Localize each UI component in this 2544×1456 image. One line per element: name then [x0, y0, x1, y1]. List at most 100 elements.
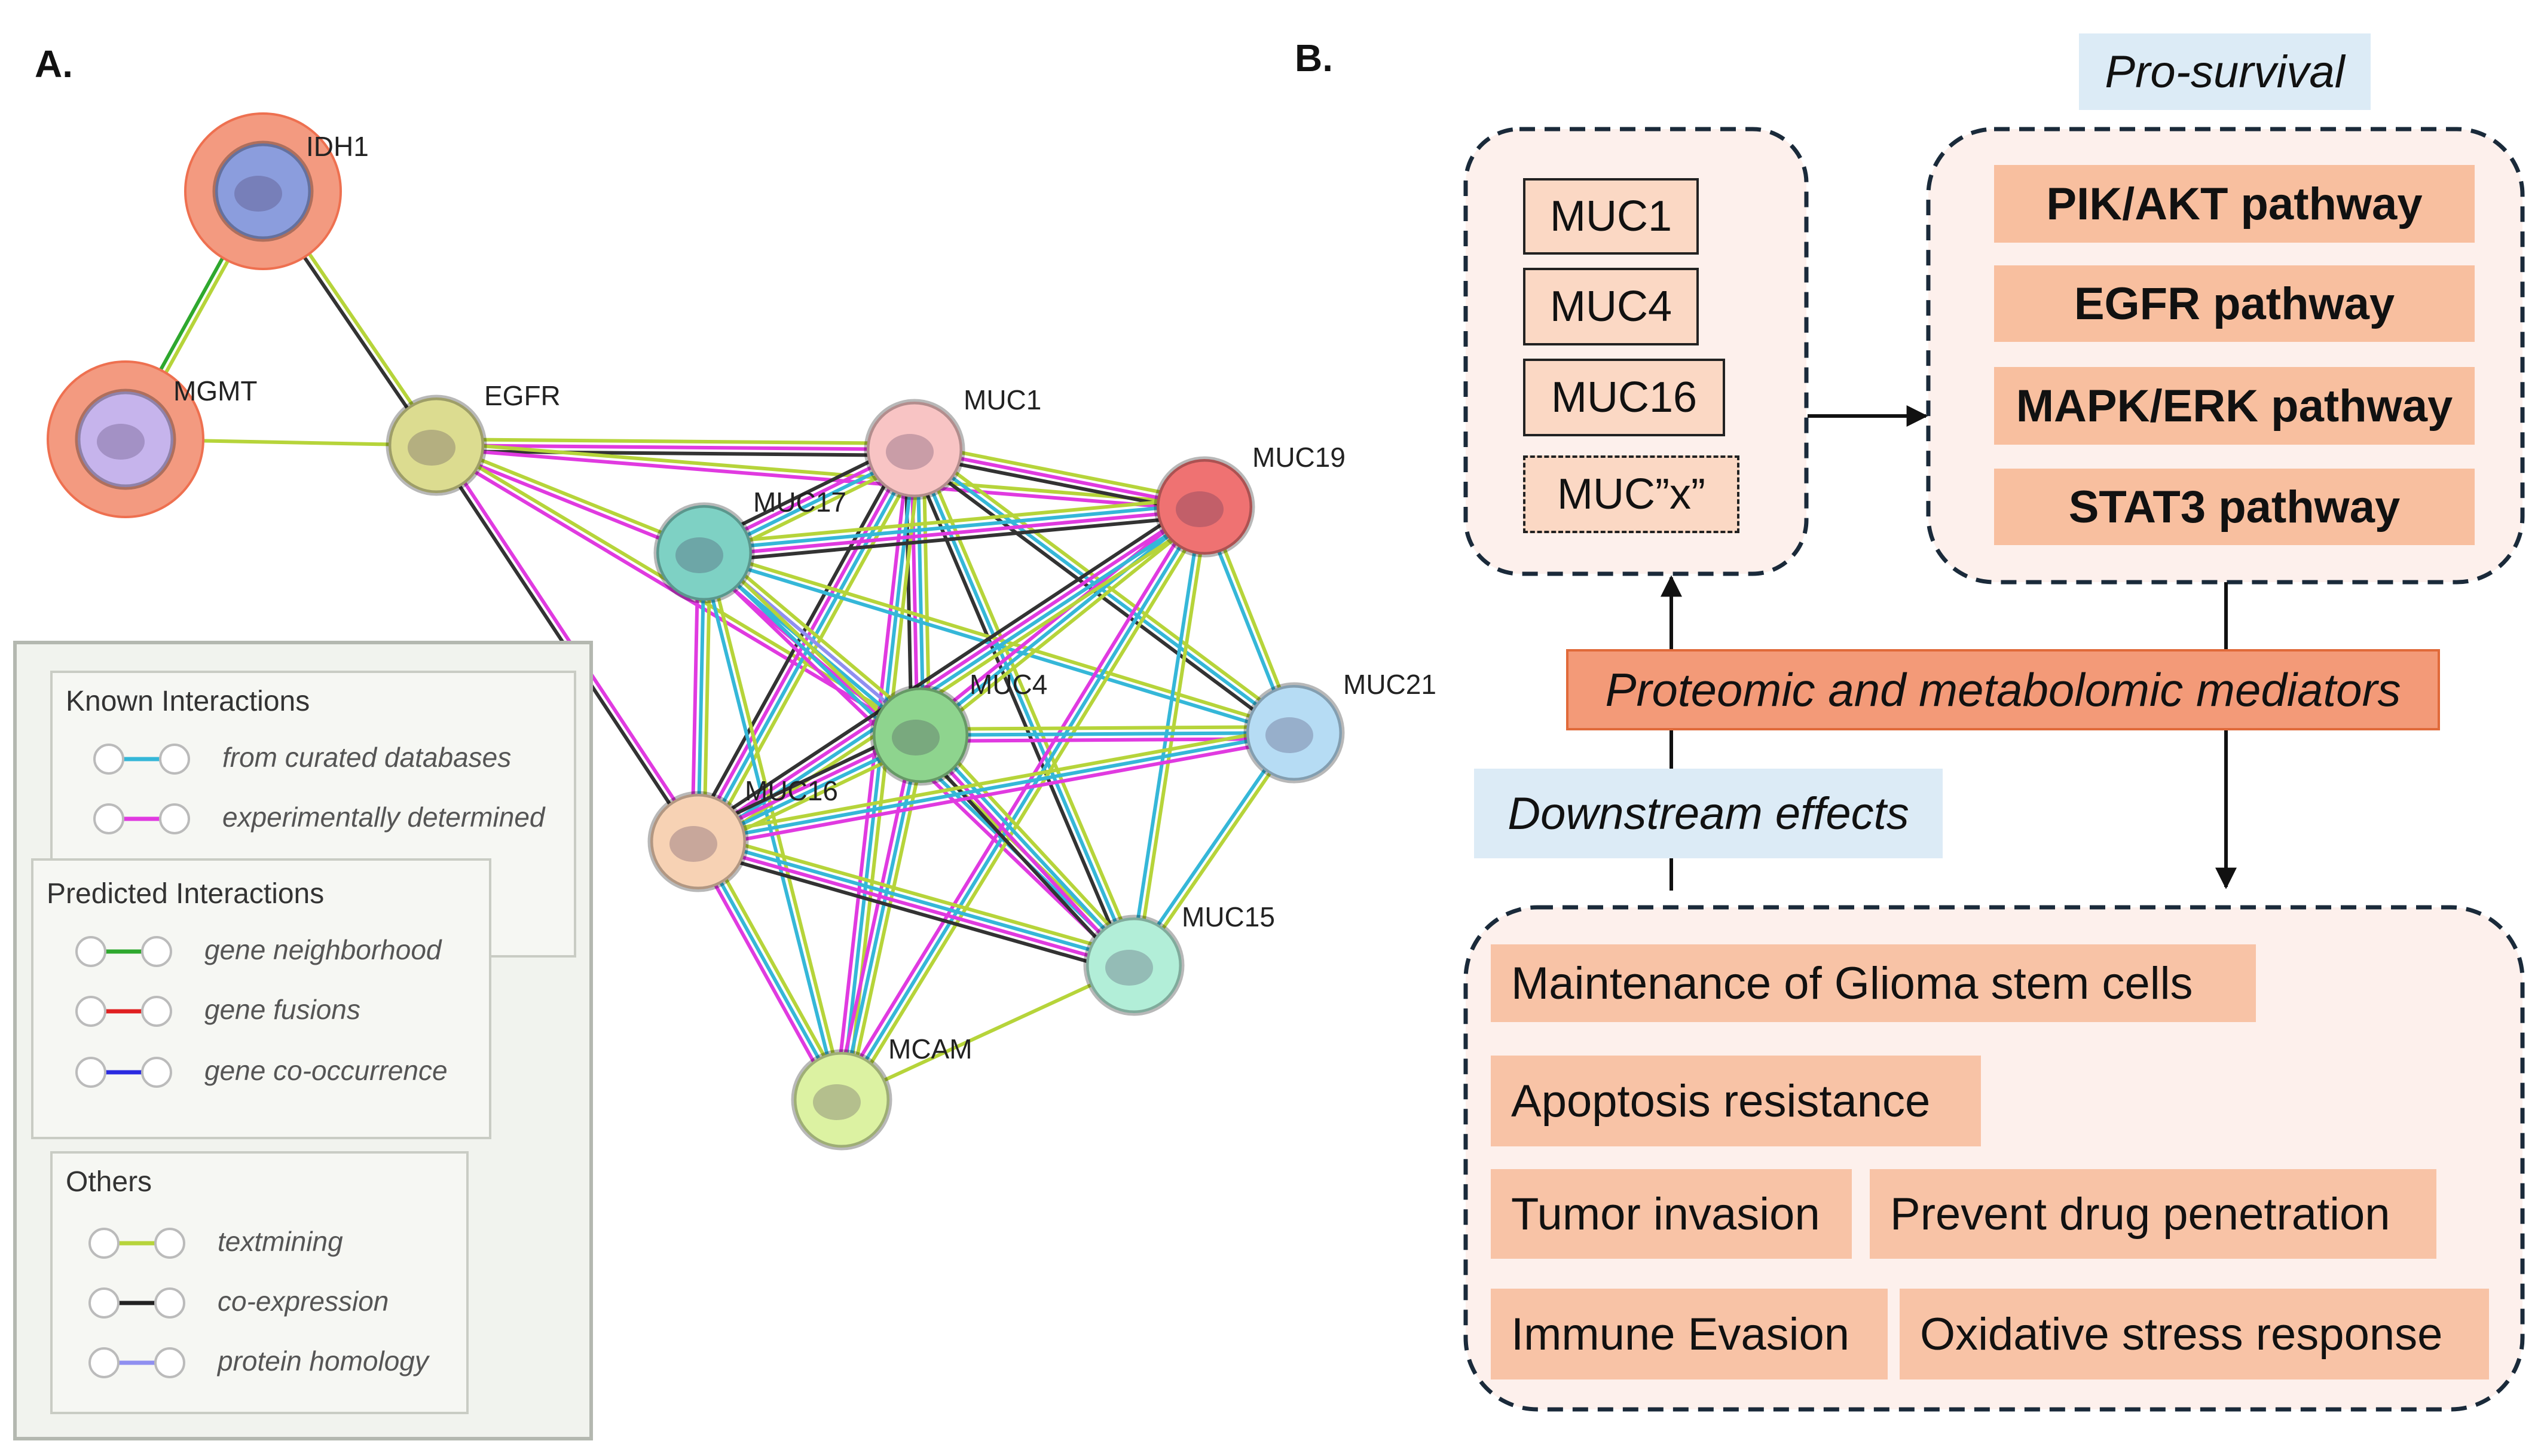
edge-muc16-mcam-textmining [702, 837, 849, 1098]
edge-muc16-muc21-curated [698, 731, 1295, 843]
edge-muc17-muc16-textmining [702, 553, 712, 842]
node-mcam[interactable] [791, 1049, 892, 1151]
node-muc4[interactable] [870, 684, 971, 786]
edge-muc16-muc21-textmining [696, 725, 1294, 838]
node-circle-muc4 [870, 684, 971, 786]
edge-muc1-muc19-experimental [914, 448, 1205, 509]
edge-muc17-muc19-experimental [704, 507, 1205, 558]
pro-survival-tag: Pro-survival [2079, 33, 2371, 110]
mucin-box-muc4: MUC4 [1523, 268, 1699, 345]
edge-muc19-muc16-curated [699, 507, 1207, 846]
effect-prevent-drug-penetration: Prevent drug penetration [1870, 1169, 2436, 1259]
edge-muc19-muc4-curated [919, 505, 1206, 737]
node-label-muc4: MUC4 [970, 669, 1048, 700]
node-muc1[interactable] [864, 399, 965, 500]
panel-b-letter: B. [1295, 36, 1333, 79]
edge-muc19-muc16-coexpression [692, 497, 1201, 836]
legend-pill-cooccurrence [75, 1057, 172, 1088]
effect-tumor-invasion: Tumor invasion [1491, 1169, 1852, 1259]
mediators-box: Proteomic and metabolomic mediators [1566, 649, 2440, 730]
edge-muc15-mcam-textmining [840, 963, 1135, 1102]
node-label-muc21: MUC21 [1343, 669, 1436, 700]
node-circle-egfr [386, 394, 487, 496]
node-circle-mgmt [75, 389, 176, 490]
protein-structure-icon [669, 826, 717, 862]
legend-label-textmining: textmining [218, 1226, 343, 1257]
edge-muc17-muc16-curated [696, 552, 706, 842]
edge-muc1-mcam-experimental [834, 448, 911, 1100]
edge-muc17-muc19-coexpression [705, 513, 1206, 564]
edge-muc4-muc21-curated [920, 731, 1295, 737]
node-muc17[interactable] [653, 502, 755, 604]
legend-pill-fusions [75, 996, 172, 1027]
node-circle-muc17 [653, 502, 755, 604]
protein-structure-icon [892, 720, 940, 755]
edge-muc4-muc15-textmining [925, 727, 1142, 961]
edge-muc16-muc21-experimental [699, 736, 1296, 849]
protein-structure-icon [1176, 491, 1224, 527]
edge-muc16-muc15-coexpression [695, 848, 1132, 976]
edge-muc19-muc15-textmining [1135, 507, 1209, 966]
edge-egfr-muc19-experimental [436, 446, 1204, 512]
legend-known-title: Known Interactions [66, 686, 310, 717]
protein-structure-icon [408, 430, 455, 466]
node-label-muc17: MUC17 [753, 487, 846, 518]
node-label-muc15: MUC15 [1182, 901, 1275, 932]
legend-label-cooccurrence: gene co-occurrence [204, 1055, 448, 1086]
legend-predicted-box: Predicted Interactions gene neighborhood… [31, 858, 491, 1139]
node-egfr[interactable] [386, 394, 487, 496]
edge-muc19-muc15-curated [1129, 506, 1204, 965]
protein-structure-icon [886, 434, 934, 470]
effect-glioma-stem-cells: Maintenance of Glioma stem cells [1491, 944, 2256, 1022]
legend-label-curated: from curated databases [222, 742, 512, 773]
edge-egfr-muc19-textmining [436, 441, 1205, 506]
node-circle-muc16 [647, 791, 749, 892]
node-label-muc16: MUC16 [745, 775, 838, 806]
effect-apoptosis-resistance: Apoptosis resistance [1491, 1056, 1981, 1146]
edge-egfr-muc17-textmining [436, 441, 706, 552]
edge-muc19-muc16-textmining [702, 513, 1210, 851]
node-label-mgmt: MGMT [173, 375, 258, 406]
edge-muc1-mcam-curated [840, 449, 916, 1100]
node-mgmt[interactable] [47, 360, 204, 518]
edge-muc16-mcam-curated [696, 840, 843, 1101]
legend-predicted-title: Predicted Interactions [47, 878, 325, 910]
edge-egfr-muc1-textmining [436, 438, 915, 446]
protein-structure-icon [97, 424, 145, 460]
edge-muc17-muc19-textmining [703, 496, 1204, 546]
node-label-mcam: MCAM [888, 1033, 973, 1065]
edge-muc16-muc15-curated [698, 837, 1136, 965]
legend-label-homology: protein homology [218, 1345, 429, 1377]
edge-muc16-muc15-experimental [696, 842, 1134, 970]
node-muc16[interactable] [647, 791, 749, 892]
legend-pill-curated [93, 744, 190, 775]
node-label-idh1: IDH1 [306, 131, 369, 162]
edge-muc16-muc15-textmining [700, 831, 1137, 959]
node-muc21[interactable] [1243, 682, 1345, 784]
mucin-box-muc1: MUC1 [1523, 178, 1699, 255]
protein-structure-icon [813, 1084, 861, 1120]
edge-egfr-muc1-experimental [436, 443, 915, 451]
edge-egfr-muc1-coexpression [436, 449, 915, 457]
node-muc15[interactable] [1083, 914, 1185, 1016]
effect-immune-evasion: Immune Evasion [1491, 1289, 1888, 1379]
pathway-stat3: STAT3 pathway [1994, 469, 2475, 545]
protein-structure-icon [1265, 717, 1313, 753]
edge-muc19-mcam-textmining [845, 509, 1212, 1104]
edge-muc19-muc4-experimental [915, 500, 1202, 732]
node-idh1[interactable] [184, 112, 342, 270]
legend-label-fusions: gene fusions [204, 994, 360, 1025]
legend-pill-coexpression [88, 1287, 185, 1319]
mucin-box-muc16: MUC16 [1523, 359, 1725, 436]
node-label-muc1: MUC1 [964, 384, 1042, 415]
edge-muc1-muc15-curated [913, 448, 1136, 966]
node-label-muc19: MUC19 [1252, 442, 1346, 473]
legend-others-title: Others [66, 1166, 152, 1198]
edge-muc1-muc15-coexpression [907, 451, 1130, 969]
legend-pill-homology [88, 1347, 185, 1378]
panel-a-letter: A. [35, 42, 73, 85]
edge-muc4-mcam-experimental [834, 733, 917, 1099]
node-circle-muc1 [864, 399, 965, 500]
node-muc19[interactable] [1154, 456, 1255, 558]
edge-muc19-mcam-curated [840, 506, 1206, 1101]
